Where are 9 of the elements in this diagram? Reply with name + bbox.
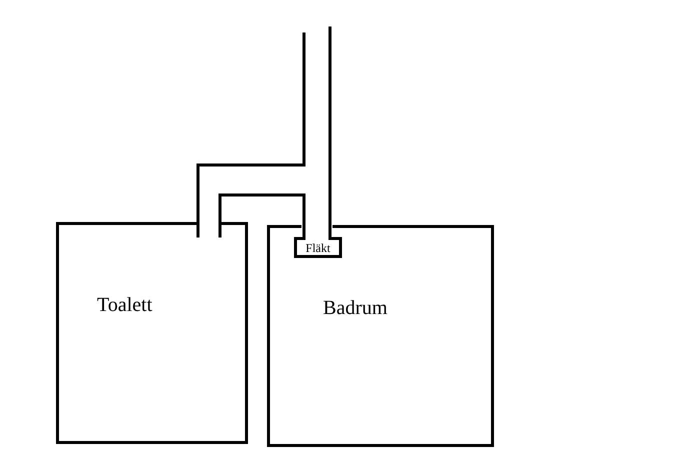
duct-wall [218, 194, 306, 240]
room-box [56, 222, 248, 444]
fan-label: Fläkt [304, 242, 332, 254]
room-label: Badrum [323, 298, 388, 318]
duct-wall [328, 26, 332, 240]
fan-box [294, 237, 342, 258]
room-label: Toalett [97, 295, 152, 315]
duct-wall [196, 32, 306, 238]
room-box [267, 225, 494, 447]
